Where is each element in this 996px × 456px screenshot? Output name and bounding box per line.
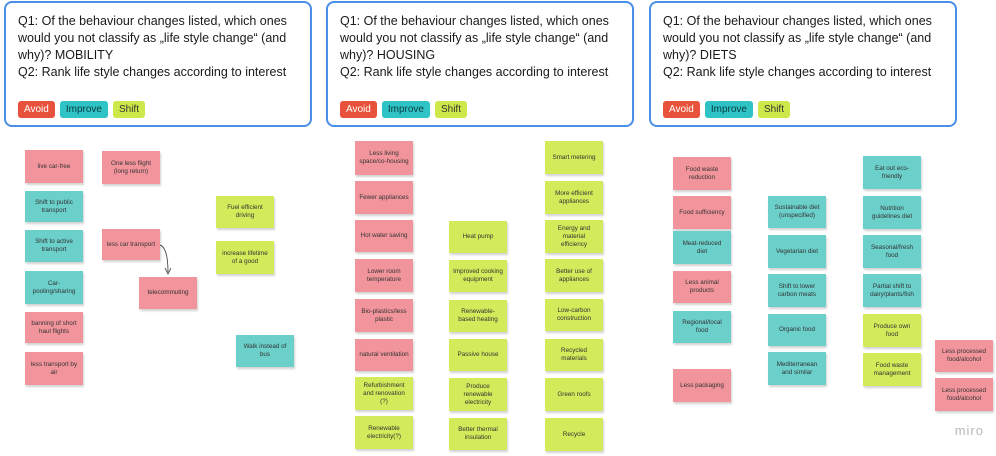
sticky-note[interactable]: Low-carbon construction bbox=[545, 299, 603, 331]
sticky-note[interactable]: Less packaging bbox=[673, 369, 731, 402]
sticky-note[interactable]: Better thermal insulation bbox=[449, 418, 507, 450]
sticky-note[interactable]: Better use of appliances bbox=[545, 259, 603, 292]
sticky-note[interactable]: Less processed food/alcohol bbox=[935, 340, 993, 372]
sticky-note[interactable]: Fuel efficient driving bbox=[216, 196, 274, 228]
sticky-note[interactable]: Car-pooling/sharing bbox=[25, 271, 83, 304]
sticky-note[interactable]: One less flight (long return) bbox=[102, 151, 160, 184]
sticky-note[interactable]: More efficient appliances bbox=[545, 181, 603, 214]
sticky-note[interactable]: Regional/local food bbox=[673, 311, 731, 343]
sticky-note[interactable]: telecommuting bbox=[139, 277, 197, 309]
sticky-note[interactable]: Energy and material efficiency bbox=[545, 220, 603, 253]
question-text: Q1: Of the behaviour changes listed, whi… bbox=[340, 14, 609, 62]
sticky-note[interactable]: Improved cooking equipment bbox=[449, 260, 507, 292]
sticky-note[interactable]: Refurbishment and renovation (?) bbox=[355, 377, 413, 410]
sticky-note[interactable]: Meat-reduced diet bbox=[673, 231, 731, 264]
legend-avoid: Avoid bbox=[663, 101, 700, 118]
sticky-note[interactable]: Heat pump bbox=[449, 221, 507, 253]
sticky-note[interactable]: increase lifetime of a good bbox=[216, 241, 274, 274]
sticky-note[interactable]: Produce renewable electricity bbox=[449, 378, 507, 411]
sticky-note[interactable]: Mediterranean and similar bbox=[768, 352, 826, 385]
sticky-note[interactable]: Less animal products bbox=[673, 271, 731, 303]
sticky-note[interactable]: Shift to public transport bbox=[25, 191, 83, 222]
sticky-note[interactable]: less transport by air bbox=[25, 352, 83, 385]
sticky-note[interactable]: Bio-plastics/less plastic bbox=[355, 299, 413, 332]
miro-logo: miro bbox=[954, 423, 984, 438]
sticky-note[interactable]: Fewer appliances bbox=[355, 181, 413, 214]
question-text: Q1: Of the behaviour changes listed, whi… bbox=[663, 14, 932, 62]
sticky-note[interactable]: Nutrition guidelines diet bbox=[863, 196, 921, 229]
sticky-note[interactable]: Vegetarian diet bbox=[768, 235, 826, 268]
sticky-note[interactable]: Food waste management bbox=[863, 353, 921, 386]
sticky-note[interactable]: Less processed food/alcohol bbox=[935, 378, 993, 411]
sticky-note[interactable]: Renewable-based heating bbox=[449, 300, 507, 332]
question-panel-housing[interactable]: Q1: Of the behaviour changes listed, whi… bbox=[326, 1, 634, 127]
sticky-note[interactable]: Partial shift to dairy/plants/fish bbox=[863, 274, 921, 307]
sticky-note[interactable]: Recycled materials bbox=[545, 339, 603, 371]
legend-shift: Shift bbox=[434, 101, 467, 118]
sticky-note[interactable]: Smart metering bbox=[545, 141, 603, 174]
sticky-note[interactable]: live car-free bbox=[25, 150, 83, 183]
sticky-note[interactable]: Walk instead of bus bbox=[236, 335, 294, 367]
sticky-note[interactable]: Green roofs bbox=[545, 378, 603, 411]
legend-shift: Shift bbox=[112, 101, 145, 118]
sticky-note[interactable]: Passive house bbox=[449, 339, 507, 371]
sticky-note[interactable]: Shift to active transport bbox=[25, 230, 83, 262]
question-text: Q2: Rank life style changes according to… bbox=[663, 65, 932, 79]
sticky-note[interactable]: Shift to lower carbon meats bbox=[768, 274, 826, 307]
legend-improve: Improve bbox=[381, 101, 430, 118]
legend-avoid: Avoid bbox=[18, 101, 55, 118]
question-text: Q1: Of the behaviour changes listed, whi… bbox=[18, 14, 287, 62]
sticky-note[interactable]: Lower room temperature bbox=[355, 259, 413, 292]
sticky-note[interactable]: Organic food bbox=[768, 314, 826, 346]
sticky-note[interactable]: Hot water saving bbox=[355, 220, 413, 252]
sticky-note[interactable]: banning of short haul flights bbox=[25, 312, 83, 343]
sticky-note[interactable]: Food waste reduction bbox=[673, 157, 731, 190]
legend-improve: Improve bbox=[59, 101, 108, 118]
question-text: Q2: Rank life style changes according to… bbox=[18, 65, 287, 79]
legend-improve: Improve bbox=[704, 101, 753, 118]
sticky-note[interactable]: Less living space/co-housing bbox=[355, 141, 413, 175]
question-text: Q2: Rank life style changes according to… bbox=[340, 65, 609, 79]
legend-shift: Shift bbox=[757, 101, 790, 118]
sticky-note[interactable]: Renewable electricity(?) bbox=[355, 416, 413, 449]
sticky-note[interactable]: less car transport bbox=[102, 229, 160, 260]
question-panel-mobility[interactable]: Q1: Of the behaviour changes listed, whi… bbox=[4, 1, 312, 127]
sticky-note[interactable]: Produce own food bbox=[863, 314, 921, 347]
sticky-note[interactable]: Recycle bbox=[545, 418, 603, 451]
sticky-note[interactable]: Seasonal/fresh food bbox=[863, 235, 921, 268]
sticky-note[interactable]: Food sufficiency bbox=[673, 196, 731, 229]
question-panel-diets[interactable]: Q1: Of the behaviour changes listed, whi… bbox=[649, 1, 957, 127]
sticky-note[interactable]: Eat out eco-friendly bbox=[863, 156, 921, 189]
legend-avoid: Avoid bbox=[340, 101, 377, 118]
sticky-note[interactable]: natural ventilation bbox=[355, 339, 413, 371]
sticky-note[interactable]: Sustainable diet (unspecified) bbox=[768, 196, 826, 228]
